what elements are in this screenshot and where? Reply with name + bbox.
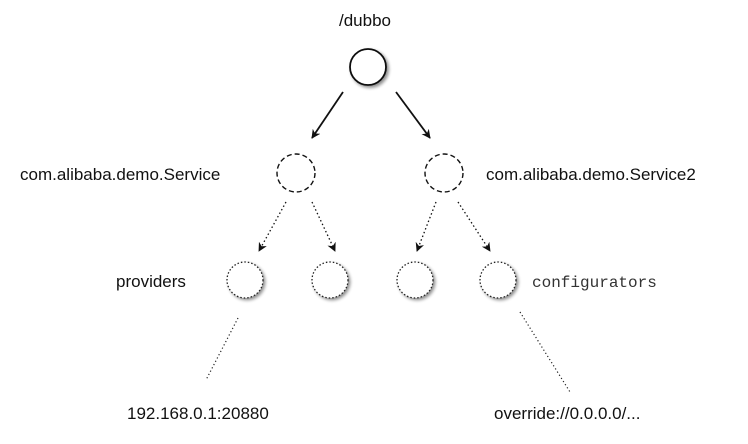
service1-node	[276, 153, 316, 193]
service2-to-configurators-arrow	[457, 201, 491, 252]
override-url-label: override://0.0.0.0/...	[494, 404, 640, 423]
service1-to-consumers-arrow	[311, 201, 336, 252]
providers-node	[226, 261, 264, 299]
service2-providers-node	[396, 261, 434, 299]
configurators-to-override-line	[519, 311, 571, 393]
root-node	[349, 48, 387, 86]
root-to-service2-arrow	[395, 91, 431, 139]
consumers-node	[311, 261, 349, 299]
service2-to-providers-arrow	[415, 201, 437, 252]
providers-to-url-line	[205, 317, 239, 381]
service2-label: com.alibaba.demo.Service2	[486, 165, 696, 184]
root-to-service1-arrow	[311, 91, 344, 139]
service2-node	[424, 153, 464, 193]
providers-label: providers	[116, 272, 186, 291]
root-label: /dubbo	[339, 11, 391, 30]
service1-to-providers-arrow	[258, 201, 287, 252]
service1-label: com.alibaba.demo.Service	[20, 165, 220, 184]
configurators-node	[479, 261, 517, 299]
provider-url-label: 192.168.0.1:20880	[127, 404, 269, 423]
configurators-label: configurators	[532, 274, 657, 292]
